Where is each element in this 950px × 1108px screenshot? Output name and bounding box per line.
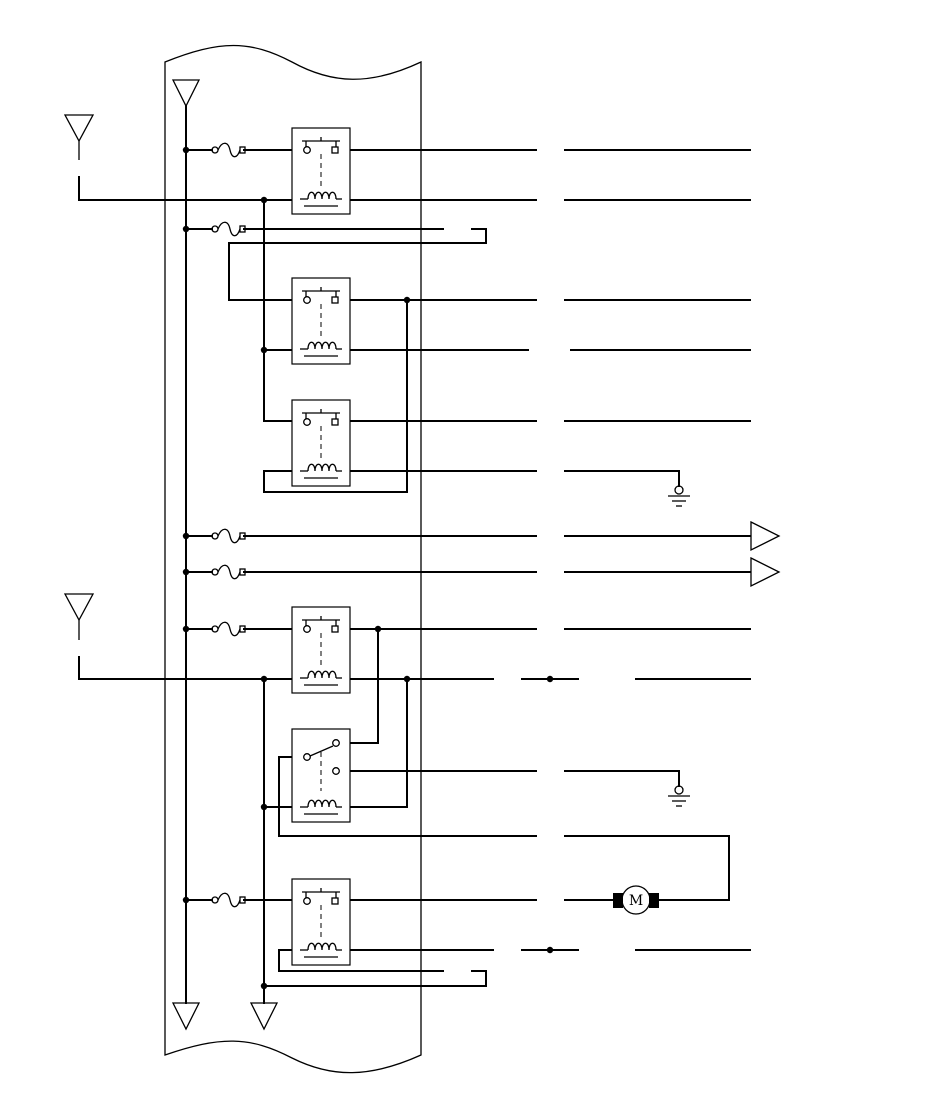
fuse-5-icon [211,621,246,637]
secondary-bus-terminal-icon [249,1002,279,1031]
relay-1-icon [291,127,351,215]
fuse-6-icon [211,892,246,908]
connector-output-1-icon [750,521,780,551]
housing-outline [164,44,422,1074]
motor-label: M [629,893,643,909]
junction-dots [182,146,554,990]
fuse-2-icon [211,221,246,237]
antenna-input-bottom-icon [63,593,95,680]
antenna-input-top-icon [63,114,95,201]
fuse-3-icon [211,528,246,544]
relay-4-icon [291,606,351,694]
bus-top-terminal-icon [171,79,201,108]
ground-1-icon [667,485,691,507]
relay-6-icon [291,878,351,966]
relay-5-changeover-icon [291,728,351,823]
connector-output-2-icon [750,557,780,587]
relay-3-icon [291,399,351,487]
fuse-1-icon [211,142,246,158]
wire-set [78,149,751,987]
motor-icon: M [613,885,659,915]
bus-bottom-terminal-icon [171,1002,201,1031]
ground-2-icon [667,785,691,807]
fuse-4-icon [211,564,246,580]
relay-2-icon [291,277,351,365]
